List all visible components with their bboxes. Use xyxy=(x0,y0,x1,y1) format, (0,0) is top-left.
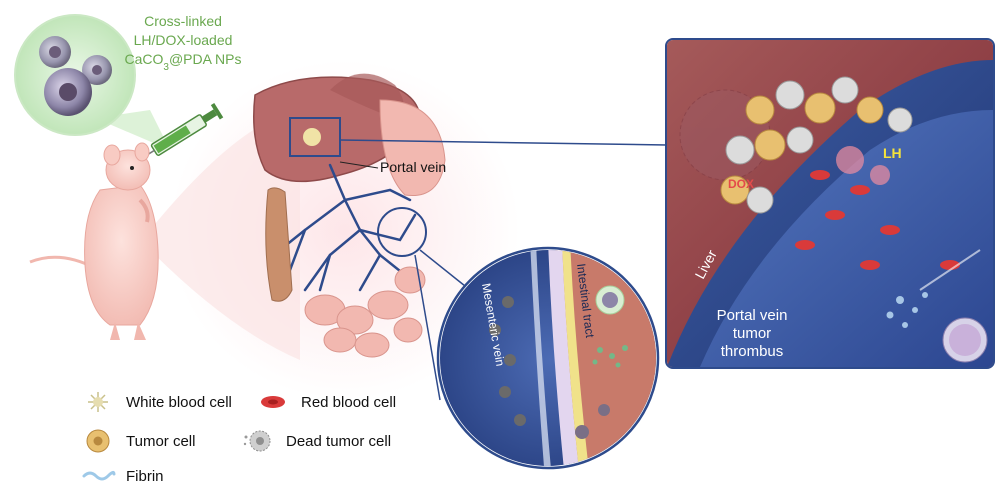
thrombus-label-line3: thrombus xyxy=(721,343,784,360)
nanoparticle-icon xyxy=(39,36,112,116)
legend-item-red-blood-cell: Red blood cell xyxy=(255,388,396,416)
thrombus-panel: Liver LH DOX Portal vein tumor thrombus xyxy=(665,38,995,369)
np-label-sub: 3 xyxy=(163,62,169,73)
np-label-suffix: @PDA NPs xyxy=(169,51,242,67)
legend-label-dead-tumor-cell: Dead tumor cell xyxy=(286,432,392,450)
red-blood-cells xyxy=(795,170,960,270)
projection-beam xyxy=(150,110,300,360)
panel-connector xyxy=(339,139,668,146)
mouse-icon xyxy=(29,142,159,340)
legend-label-tumor-cell: Tumor cell xyxy=(126,432,196,450)
magnifier-circle-icon xyxy=(377,207,427,257)
legend-item-tumor-cell: Tumor cell xyxy=(80,427,195,455)
vein-network xyxy=(278,163,417,292)
tumor-cluster xyxy=(720,76,913,214)
red-blood-cell-icon xyxy=(261,396,285,408)
nanoparticle-bubble xyxy=(14,14,170,150)
np-label-line3: CaCO3@PDA NPs xyxy=(124,51,241,73)
legend-label-fibrin: Fibrin xyxy=(126,467,164,485)
np-label-prefix: CaCO xyxy=(124,51,163,67)
lh-label: LH xyxy=(883,145,902,161)
intestine-icon xyxy=(265,187,426,358)
zoom-connector-bottom xyxy=(414,254,441,401)
nanoparticle-fragments xyxy=(886,292,928,328)
np-label-line1: Cross-linked xyxy=(144,13,222,29)
portal-vein-label: Portal vein xyxy=(380,159,446,175)
legend-label-white-blood-cell: White blood cell xyxy=(126,393,232,411)
zoom-source-box xyxy=(289,117,341,157)
np-label-line2: LH/DOX-loaded xyxy=(134,32,233,48)
legend: White blood cell Red blood cell Tumor ce… xyxy=(70,382,450,487)
zoom-connector-top xyxy=(419,249,471,291)
liver-icon xyxy=(253,73,446,197)
legend-item-white-blood-cell: White blood cell xyxy=(80,388,232,416)
white-blood-cell-icon xyxy=(88,392,108,412)
thrombus-label-line1: Portal vein xyxy=(717,307,788,324)
legend-item-dead-tumor-cell: Dead tumor cell xyxy=(240,427,391,455)
dead-tumor-cell-icon xyxy=(243,430,271,452)
legend-label-red-blood-cell: Red blood cell xyxy=(301,393,397,411)
zoom-circle: Mesenteric vein Intestinal tract xyxy=(436,246,660,470)
dox-label: DOX xyxy=(728,177,754,191)
thrombus-label-line2: tumor xyxy=(733,325,771,342)
tumor-cell-icon xyxy=(86,429,110,453)
fibrin-icon xyxy=(82,470,116,481)
portal-vein-leader xyxy=(339,161,379,169)
legend-item-fibrin: Fibrin xyxy=(80,462,164,490)
